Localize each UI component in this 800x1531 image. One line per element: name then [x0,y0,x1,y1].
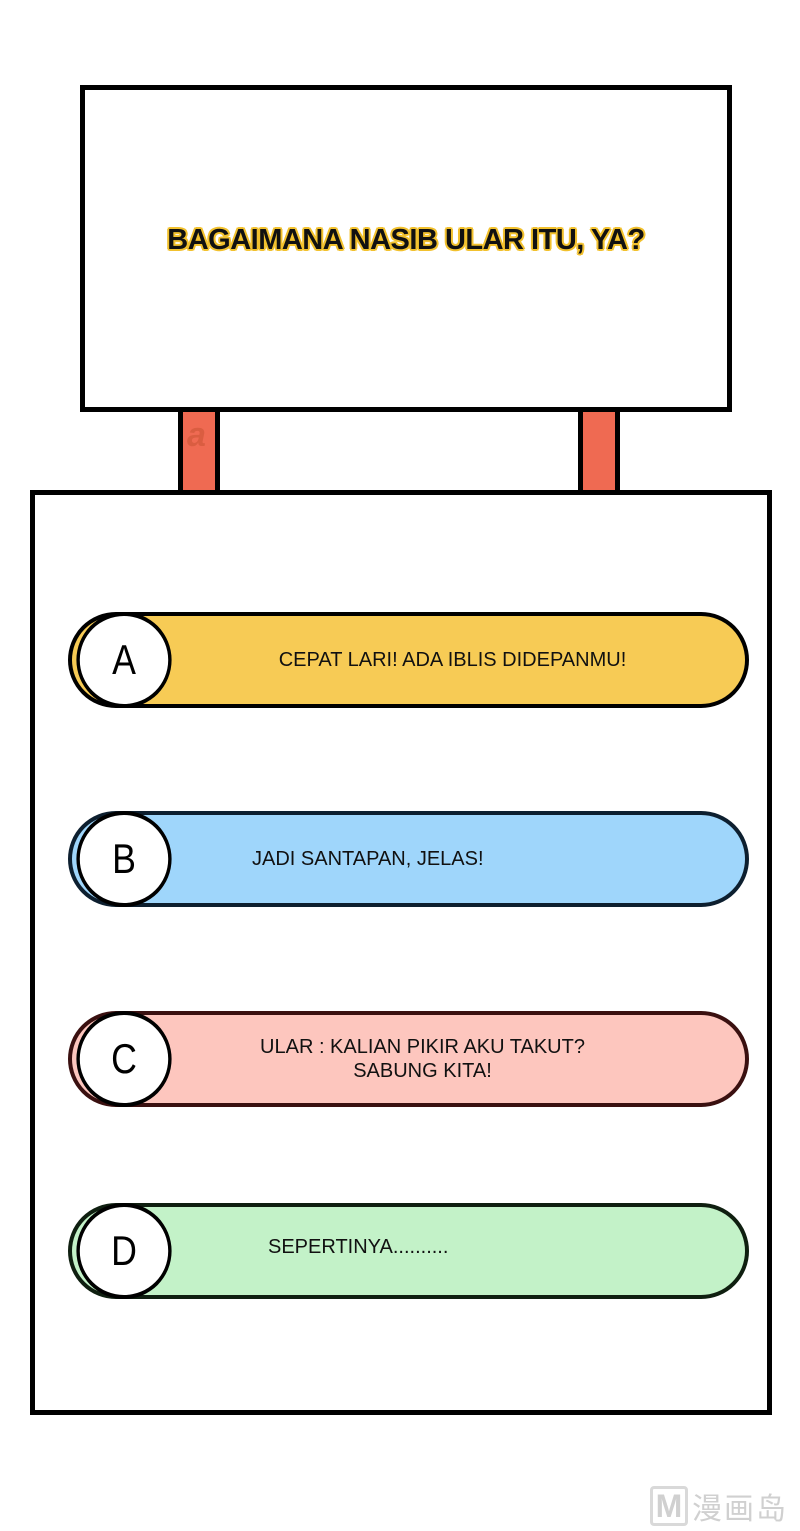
option-c-letter-badge: C [76,1011,172,1107]
site-watermark: M 漫画岛 [650,1484,788,1528]
option-b-text: JADI SANTAPAN, JELAS! [252,848,484,870]
option-b-letter-badge: B [76,811,172,907]
sign-post-right [578,408,620,494]
option-d-text: SEPERTINYA.......... [268,1236,449,1258]
question-title: BAGAIMANA NASIB ULAR ITU, YA? [167,224,645,256]
option-a-text: CEPAT LARI! ADA IBLIS DIDEPANMU! [278,649,627,671]
question-sign-board: BAGAIMANA NASIB ULAR ITU, YA? [80,85,732,412]
sign-post-left: a [178,408,220,494]
option-d-letter-badge: D [76,1203,172,1299]
option-a[interactable]: A CEPAT LARI! ADA IBLIS DIDEPANMU! [68,612,749,708]
option-c[interactable]: C ULAR : KALIAN PIKIR AKU TAKUT? SABUNG … [68,1011,749,1107]
option-b[interactable]: B JADI SANTAPAN, JELAS! [68,811,749,907]
post-watermark-letter: a [187,416,206,454]
watermark-logo-icon: M [650,1486,688,1526]
option-a-letter-badge: A [76,612,172,708]
watermark-text: 漫画岛 [692,1492,788,1527]
option-c-text: ULAR : KALIAN PIKIR AKU TAKUT? SABUNG KI… [260,1036,585,1082]
answer-board: A CEPAT LARI! ADA IBLIS DIDEPANMU! B JAD… [30,490,772,1415]
option-d[interactable]: D SEPERTINYA.......... [68,1203,749,1299]
